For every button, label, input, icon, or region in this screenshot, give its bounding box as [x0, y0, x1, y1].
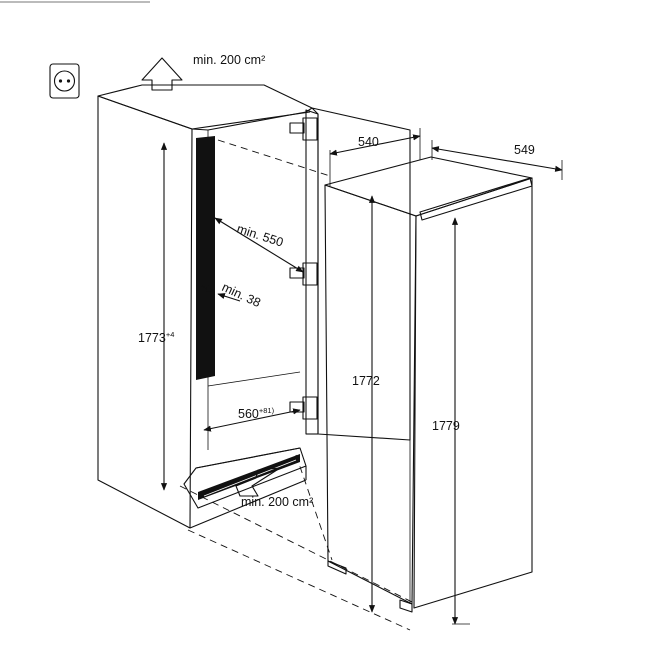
hinge-bottom	[289, 396, 318, 420]
height-body-label: 1772	[352, 374, 380, 388]
depth-door-label: 540	[358, 135, 379, 149]
bottom-vent-grille	[198, 454, 300, 500]
vent-bottom-label: min. 200 cm²	[241, 495, 313, 509]
gap-label: min. 38	[220, 280, 263, 310]
niche-width-label: 560+81)	[238, 406, 275, 421]
depth-door-line	[329, 134, 421, 156]
gap-line	[201, 285, 214, 292]
airflow-arrow-icon	[141, 57, 183, 91]
ventilation-strip	[196, 136, 215, 380]
niche-depth-line	[214, 217, 304, 273]
cabinet-niche	[97, 84, 411, 529]
guide-floor	[179, 485, 417, 605]
guide-top	[217, 139, 331, 177]
appliance	[324, 156, 533, 613]
niche-width-line	[203, 408, 301, 432]
depth-line	[431, 146, 563, 172]
niche-height-label: 1773+4	[138, 330, 174, 345]
guide-bottom	[295, 454, 333, 561]
bottom-airflow-arrow-icon	[235, 467, 281, 497]
height-total-label: 1779	[432, 419, 460, 433]
hinge-top	[289, 117, 318, 141]
vent-top-label: min. 200 cm²	[193, 53, 265, 67]
power-socket-icon	[49, 63, 80, 99]
depth-label: 549	[514, 143, 535, 157]
